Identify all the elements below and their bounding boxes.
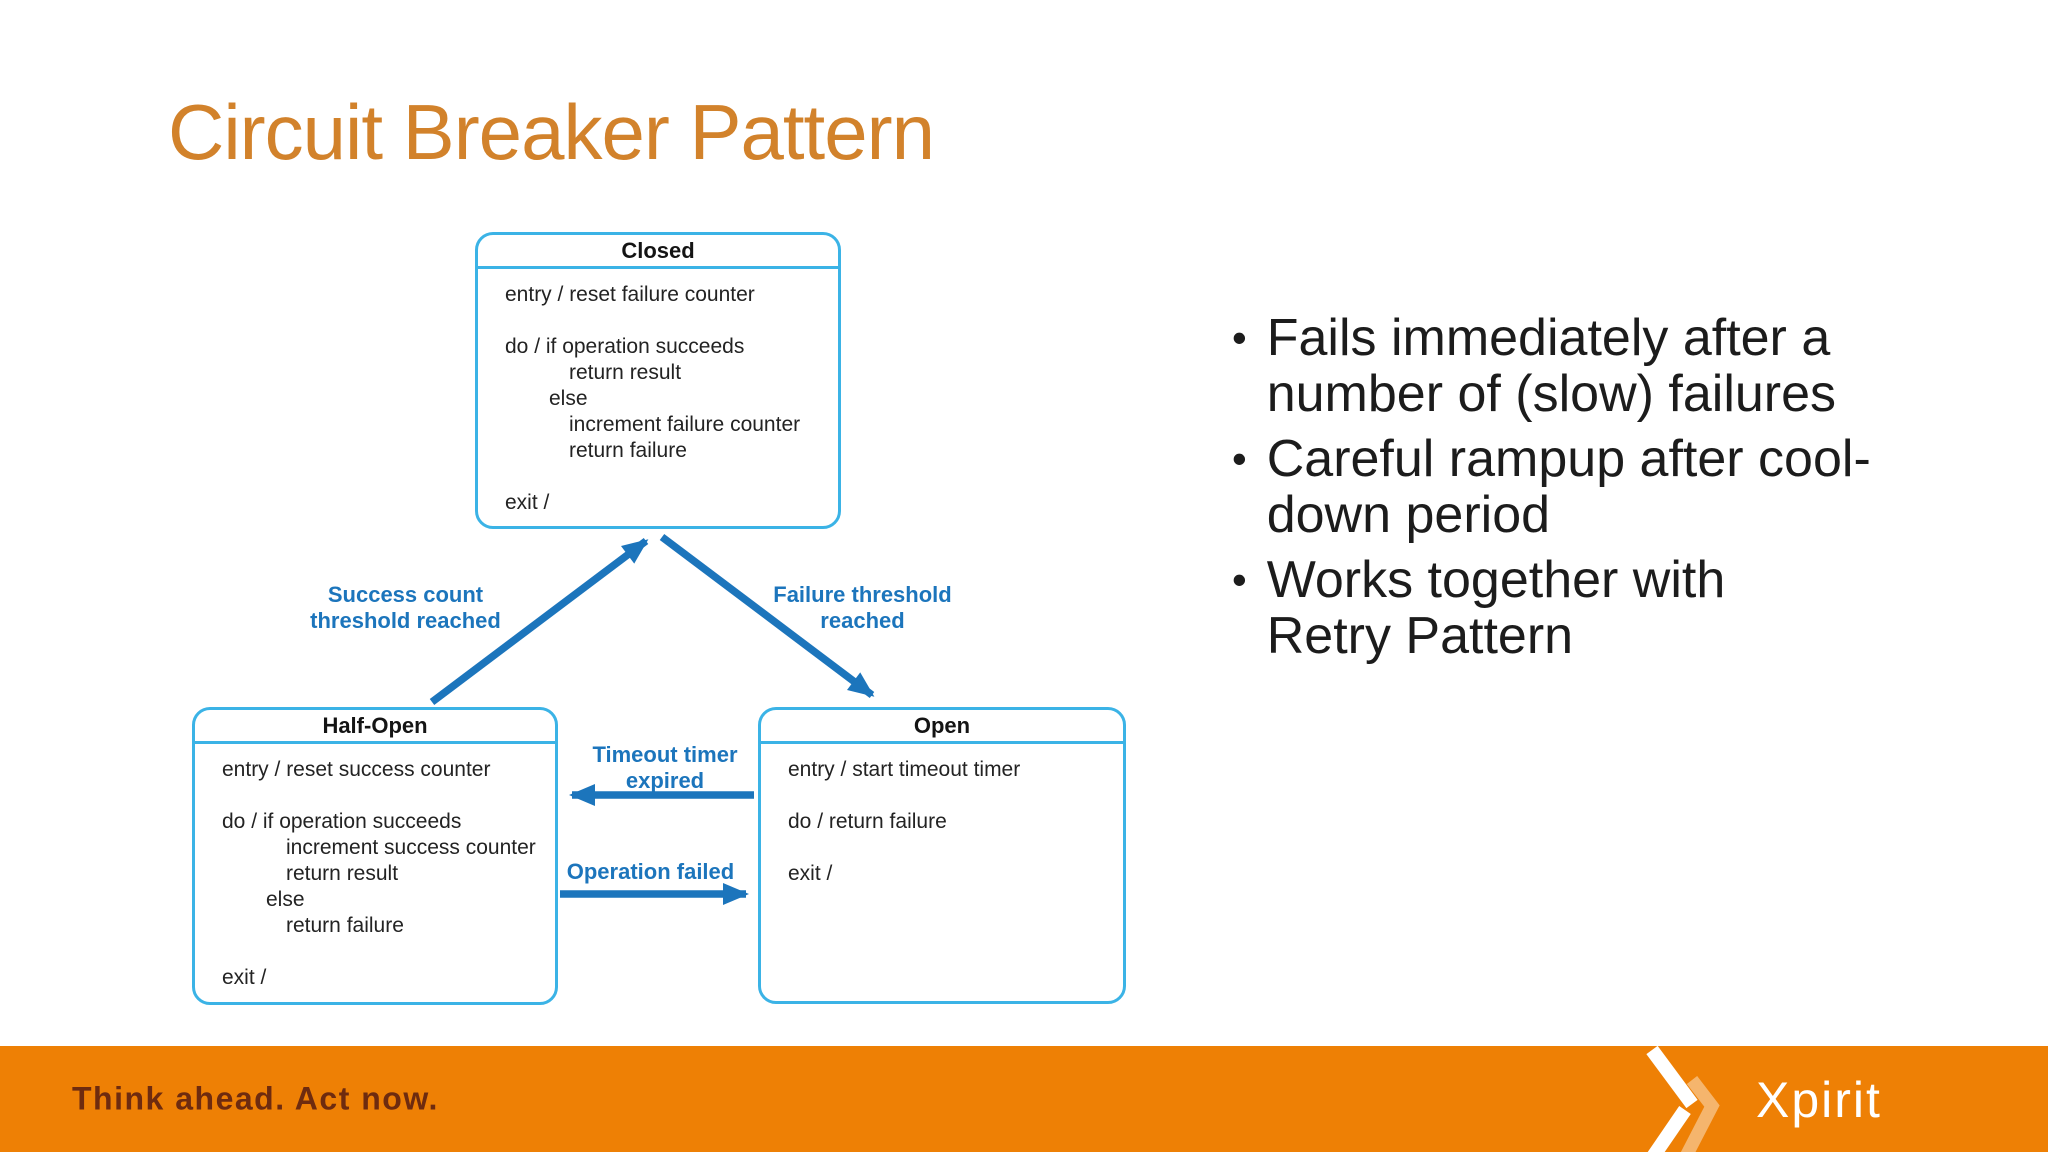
state-line: else [266,888,305,911]
state-body: entry / reset failure counter do / if ope… [478,269,838,516]
state-line: exit / [222,966,267,989]
state-line: entry / reset success counter [222,758,491,781]
state-line: do / if operation succeeds [222,810,462,833]
state-line [788,835,1115,861]
list-item: • Fails immediately after a number of (sl… [1232,310,1992,422]
slide-title: Circuit Breaker Pattern [168,88,935,176]
state-line: do / if operation succeeds [505,335,745,358]
state-line: exit / [788,862,833,885]
state-line [222,783,547,809]
transition-label-failure-threshold: Failure threshold reached [773,582,952,633]
state-line: entry / start timeout timer [788,758,1021,781]
state-line: increment failure counter [569,413,801,436]
bullet-text: Works together with Retry Pattern [1266,551,1726,665]
state-line [505,308,830,334]
bullet-text: Careful rampup after cool- down period [1266,430,1871,544]
list-item: • Careful rampup after cool- down period [1232,431,1992,543]
state-box-closed: Closed entry / reset failure counter do /… [475,232,841,529]
footer-bar: Think ahead. Act now. Xpirit [0,1046,2048,1152]
state-line: exit / [505,491,550,514]
state-line [505,464,830,490]
bullet-icon: • [1232,556,1247,603]
state-line: do / return failure [788,810,947,833]
state-line: return result [569,361,682,384]
state-body: entry / reset success counter do / if ope… [195,744,555,991]
state-body: entry / start timeout timer do / return f… [761,744,1123,887]
state-line: return failure [286,914,404,937]
transition-label-timeout-expired: Timeout timer expired [592,742,738,793]
xpirit-wordmark: Xpirit [1756,1072,1882,1129]
state-line: return result [286,862,399,885]
bullet-text: Fails immediately after a number of (slo… [1266,309,1837,423]
state-line: else [549,387,588,410]
state-box-open: Open entry / start timeout timer do / ret… [758,707,1126,1004]
transition-label-operation-failed: Operation failed [566,859,735,884]
bullet-icon: • [1232,435,1247,482]
state-line: return failure [569,439,687,462]
bullet-icon: • [1232,314,1247,361]
xpirit-x-icon [1646,1046,1720,1152]
state-title: Closed [478,235,838,269]
transition-label-success-count: Success count threshold reached [310,582,501,633]
state-title: Open [761,710,1123,744]
state-line [222,939,547,965]
state-line: entry / reset failure counter [505,283,755,306]
list-item: • Works together with Retry Pattern [1232,552,1992,664]
state-line [788,783,1115,809]
state-title: Half-Open [195,710,555,744]
state-line: increment success counter [286,836,536,859]
state-box-half-open: Half-Open entry / reset success counter d… [192,707,558,1005]
bullet-list: • Fails immediately after a number of (sl… [1232,310,1992,673]
footer-tagline: Think ahead. Act now. [72,1080,439,1117]
